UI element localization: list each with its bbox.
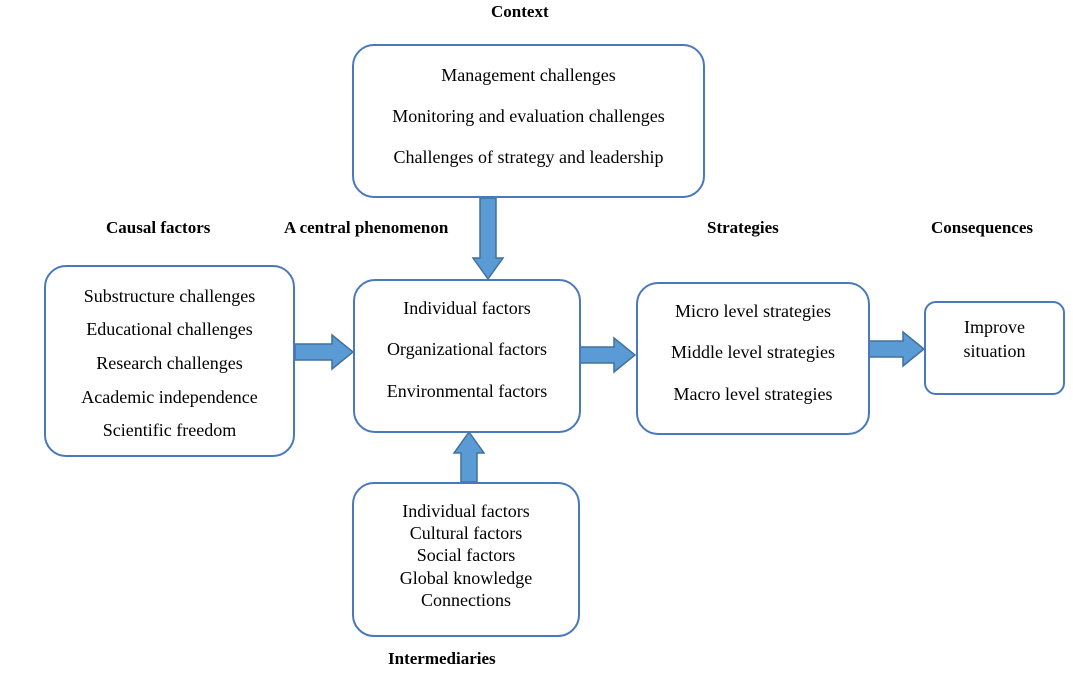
arrow-central-to-strategies [579, 336, 637, 374]
central-item: Individual factors [403, 298, 531, 318]
heading-central-phenomenon: A central phenomenon [284, 218, 449, 237]
intermediaries-item: Individual factors [402, 501, 530, 521]
arrow-intermediaries-to-central [452, 430, 486, 483]
arrow-causal-to-central [294, 333, 355, 371]
intermediaries-item: Social factors [416, 545, 516, 565]
heading-causal-factors: Causal factors [106, 218, 211, 237]
intermediaries-item: Global knowledge [399, 568, 533, 588]
heading-intermediaries: Intermediaries [388, 649, 496, 668]
consequences-item: Improve [964, 317, 1025, 337]
causal-factors-box: Substructure challenges Educational chal… [44, 265, 295, 457]
central-item: Environmental factors [386, 381, 548, 401]
context-box: Management challenges Monitoring and eva… [352, 44, 705, 198]
central-phenomenon-box: Individual factors Organizational factor… [353, 279, 581, 433]
strategies-item: Middle level strategies [671, 342, 835, 362]
causal-item: Educational challenges [86, 319, 253, 339]
heading-strategies: Strategies [707, 218, 779, 237]
causal-item: Research challenges [96, 353, 243, 373]
causal-item: Scientific freedom [102, 420, 237, 440]
context-item: Monitoring and evaluation challenges [392, 106, 665, 126]
arrow-strategies-to-consequences [868, 330, 926, 368]
consequences-item: situation [963, 341, 1026, 361]
context-item: Challenges of strategy and leadership [393, 147, 664, 167]
causal-item: Substructure challenges [83, 286, 256, 306]
heading-consequences: Consequences [931, 218, 1034, 237]
strategies-item: Micro level strategies [675, 301, 831, 321]
causal-item: Academic independence [81, 387, 258, 407]
intermediaries-box: Individual factors Cultural factors Soci… [352, 482, 580, 637]
heading-context: Context [491, 2, 549, 21]
strategies-item: Macro level strategies [673, 384, 833, 404]
strategies-box: Micro level strategies Middle level stra… [636, 282, 870, 435]
intermediaries-item: Connections [421, 590, 511, 610]
context-item: Management challenges [441, 65, 616, 85]
central-item: Organizational factors [386, 339, 548, 359]
arrow-context-to-central [471, 197, 505, 281]
consequences-box: Improve situation [924, 301, 1065, 395]
intermediaries-item: Cultural factors [409, 523, 523, 543]
